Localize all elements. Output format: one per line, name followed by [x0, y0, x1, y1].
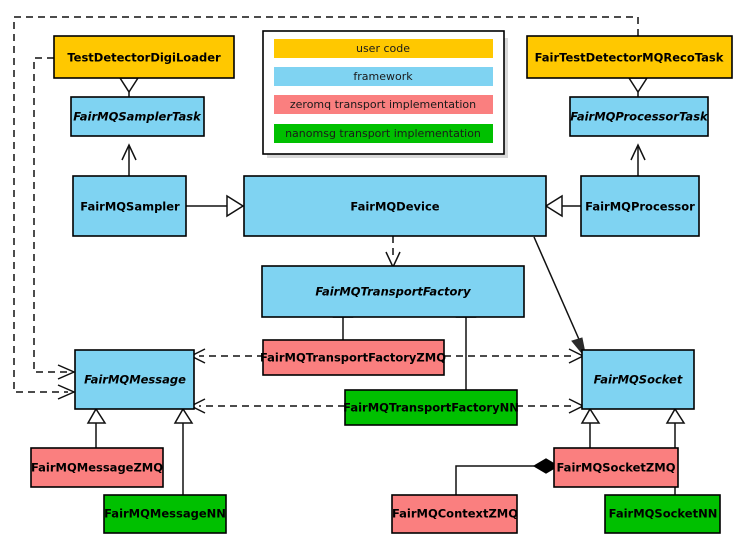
legend-label-nanomsg: nanomsg transport implementation	[285, 127, 481, 140]
legend-swatch-nanomsg	[274, 124, 493, 143]
node-label-fairmqsocketnn: FairMQSocketNN	[609, 507, 718, 521]
legend-item-nanomsg: nanomsg transport implementation	[274, 124, 493, 143]
node-label-fairmqsocket: FairMQSocket	[594, 373, 683, 387]
node-fairmqsocketnn[interactable]: FairMQSocketNN	[604, 494, 721, 534]
node-fairmqdevice[interactable]: FairMQDevice	[243, 175, 547, 237]
node-fairmqmessagenn[interactable]: FairMQMessageNN	[103, 494, 227, 534]
legend-item-framework: framework	[274, 67, 493, 86]
node-label-fairmqdevice: FairMQDevice	[350, 200, 439, 214]
arrowhead-samplertask-to-digiloader	[118, 77, 140, 94]
node-fairmqsocket[interactable]: FairMQSocket	[581, 349, 695, 410]
node-label-fairtestdetectormqrecotask: FairTestDetectorMQRecoTask	[535, 51, 724, 65]
node-label-fairmqtransportfactoryzmq: FairMQTransportFactoryZMQ	[260, 351, 446, 365]
node-fairmqsamplertask[interactable]: FairMQSamplerTask	[70, 96, 205, 137]
arrowhead-factorynn-to-socket	[568, 398, 585, 414]
node-label-fairmqmessagezmq: FairMQMessageZMQ	[31, 461, 163, 475]
arrowhead-recotask-to-message	[57, 384, 76, 400]
node-fairmqtransportfactorynn[interactable]: FairMQTransportFactoryNN	[343, 389, 519, 426]
arrowhead-socketnn-to-socket	[665, 407, 686, 424]
node-fairmqmessagezmq[interactable]: FairMQMessageZMQ	[30, 447, 164, 488]
node-label-fairmqtransportfactory: FairMQTransportFactory	[315, 285, 471, 299]
node-fairmqcontextzmq[interactable]: FairMQContextZMQ	[391, 494, 518, 534]
legend-swatch-user-code	[274, 39, 493, 58]
legend-swatch-zeromq	[274, 95, 493, 114]
node-label-fairmqmessagenn: FairMQMessageNN	[104, 507, 226, 521]
arrowhead-sampler-to-samplertask	[121, 143, 137, 161]
edge-recotask-to-message	[13, 16, 639, 393]
node-fairtestdetectormqrecotask[interactable]: FairTestDetectorMQRecoTask	[526, 35, 733, 79]
arrowhead-processor-to-processortask	[630, 143, 646, 161]
node-fairmqsampler[interactable]: FairMQSampler	[72, 175, 187, 237]
node-fairmqprocessortask[interactable]: FairMQProcessorTask	[569, 96, 709, 137]
node-fairmqtransportfactory[interactable]: FairMQTransportFactory	[261, 265, 525, 318]
arrowhead-processor-to-device	[544, 194, 563, 218]
node-label-fairmqsocketzmq: FairMQSocketZMQ	[557, 461, 676, 475]
edge-device-to-socket	[533, 236, 586, 354]
arrowhead-messagenn-to-message	[173, 407, 194, 424]
node-label-fairmqsamplertask: FairMQSamplerTask	[73, 110, 202, 124]
node-layer: TestDetectorDigiLoader FairTestDetectorM…	[30, 35, 733, 534]
legend-item-user-code: user code	[274, 39, 493, 58]
arrowhead-messagezmq-to-message	[86, 407, 107, 424]
node-label-fairmqtransportfactorynn: FairMQTransportFactoryNN	[343, 401, 519, 415]
node-label-fairmqmessage: FairMQMessage	[84, 373, 186, 387]
node-label-fairmqprocessortask: FairMQProcessorTask	[570, 110, 709, 124]
arrowhead-digiloader-to-message	[57, 364, 76, 380]
edge-contextzmq-to-socketzmq	[455, 465, 534, 495]
legend-swatch-framework	[274, 67, 493, 86]
legend-label-user-code: user code	[356, 42, 410, 55]
arrowhead-processortask-to-recotask	[627, 77, 649, 94]
node-fairmqtransportfactoryzmq[interactable]: FairMQTransportFactoryZMQ	[260, 339, 446, 376]
node-label-fairmqprocessor: FairMQProcessor	[585, 200, 695, 214]
node-label-fairmqsampler: FairMQSampler	[80, 200, 180, 214]
legend-item-zeromq: zeromq transport implementation	[274, 95, 493, 114]
arrowhead-sampler-to-device	[226, 194, 245, 218]
legend-label-zeromq: zeromq transport implementation	[290, 98, 476, 111]
node-testdetectordigiloader[interactable]: TestDetectorDigiLoader	[53, 35, 235, 79]
node-fairmqmessage[interactable]: FairMQMessage	[74, 349, 195, 410]
edge-digiloader-to-message	[33, 57, 68, 373]
color-legend: user code framework zeromq transport imp…	[262, 30, 508, 158]
node-label-fairmqcontextzmq: FairMQContextZMQ	[392, 507, 518, 521]
node-fairmqprocessor[interactable]: FairMQProcessor	[580, 175, 700, 237]
node-fairmqsocketzmq[interactable]: FairMQSocketZMQ	[553, 447, 679, 488]
legend-label-framework: framework	[353, 70, 413, 83]
node-label-testdetectordigiloader: TestDetectorDigiLoader	[67, 51, 221, 65]
arrowhead-socketzmq-to-socket	[580, 407, 601, 424]
